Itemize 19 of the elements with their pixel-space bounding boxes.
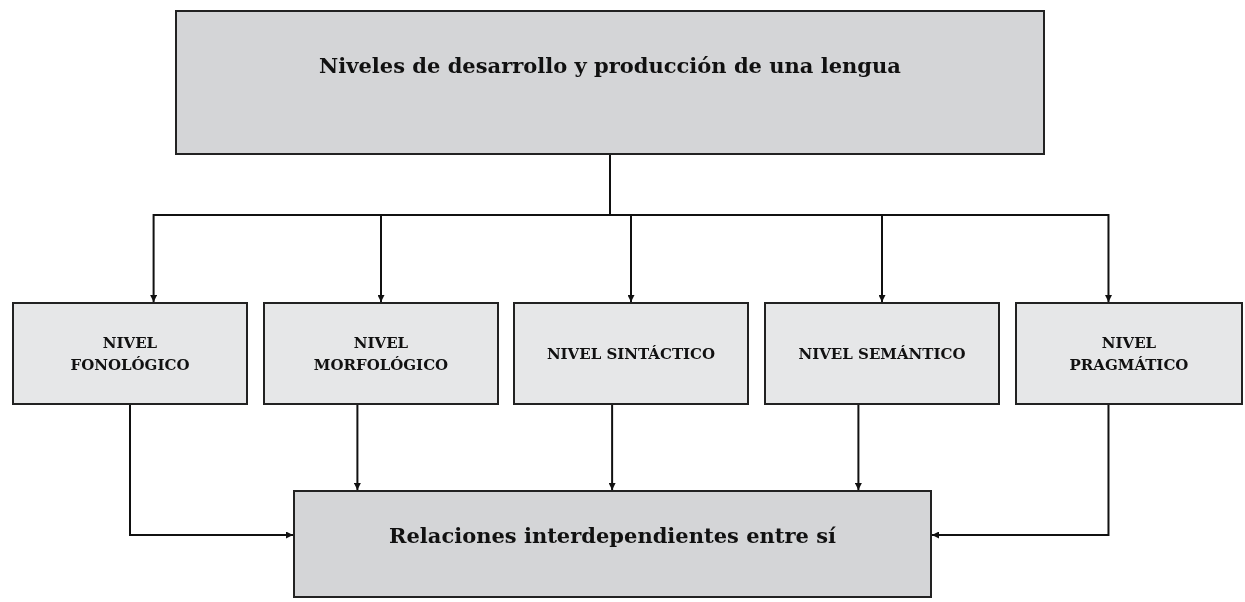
title-box [293,490,932,598]
level-box [513,302,749,405]
level-label: NIVEL PRAGMÁTICO [1068,332,1190,376]
level-label: NIVEL SINTÁCTICO [546,343,716,365]
level-box [12,302,248,405]
arrow [353,404,361,491]
level-label: NIVEL SEMÁNTICO [798,343,966,365]
box-label: Niveles de desarrollo y producción de una lengua [319,51,901,80]
arrow [608,404,616,491]
arrow [129,404,294,539]
level-box [1015,302,1243,405]
level-box [263,302,499,405]
title-box [175,10,1045,155]
level-label: NIVEL MORFOLÓGICO [312,332,450,376]
box-label: Relaciones interdependientes entre sí [389,522,836,551]
level-box [764,302,1000,405]
arrow [854,404,862,491]
level-label: NIVEL FONOLÓGICO [69,332,191,376]
arrow [931,404,1110,539]
